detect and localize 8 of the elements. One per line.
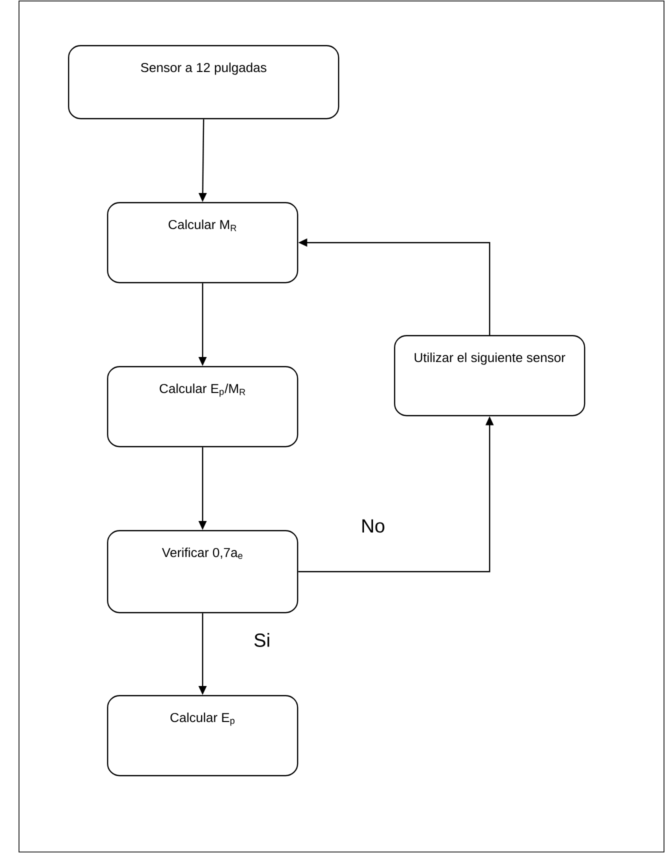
process-box: Calcular M$_{R}$ <box>107 202 298 284</box>
process-box: Calcular E$_{p}$ <box>107 695 298 776</box>
process-box: Calcular E$_{p}$/M$_{R}$ <box>107 366 298 448</box>
edge-label: Si <box>254 633 270 647</box>
edge-label: No <box>362 519 384 533</box>
process-box: Verificar 0,7a$_{e}$ <box>107 530 298 614</box>
process-box: Sensor a 12 pulgadas <box>68 45 340 120</box>
process-box: Utilizar el siguiente sensor <box>394 335 586 416</box>
